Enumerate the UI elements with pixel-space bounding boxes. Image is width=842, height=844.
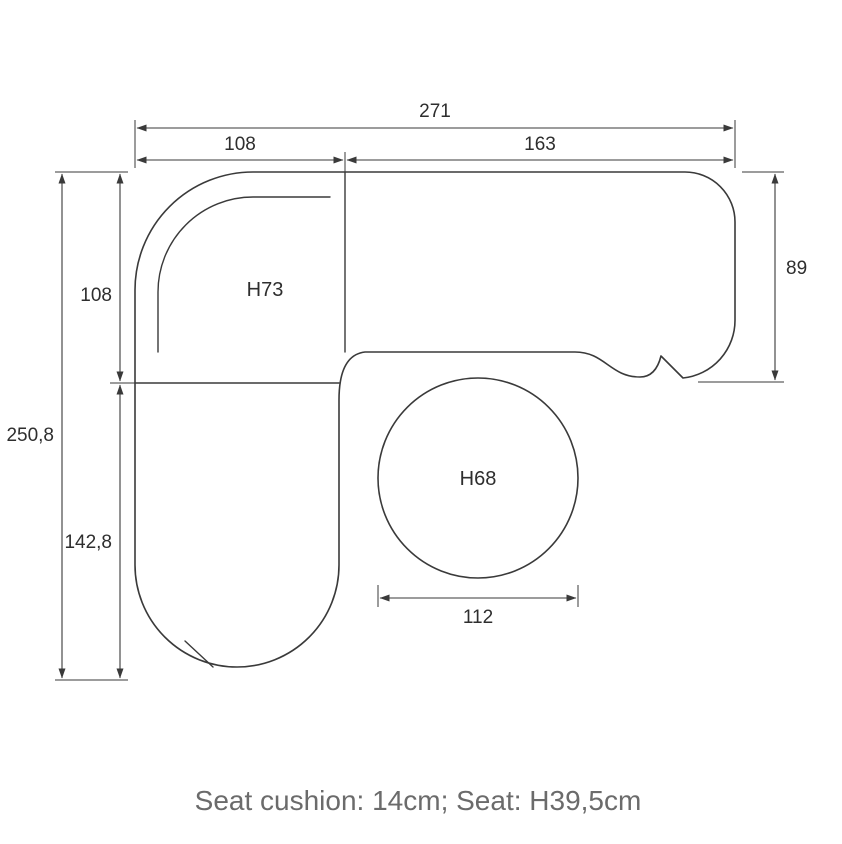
extension-lines	[55, 120, 784, 681]
dimension-lines	[58, 124, 779, 679]
dim-label-right-width: 163	[524, 134, 556, 155]
dim-label-chaise-depth: 142,8	[64, 532, 112, 553]
backrest-inner-arc	[157, 196, 331, 353]
dim-label-corner-width: 108	[224, 134, 256, 155]
dim-label-total-depth: 250,8	[6, 425, 54, 446]
pouf-circle	[377, 377, 579, 579]
sofa-outline	[134, 171, 736, 668]
label-pouf-height: H68	[460, 468, 497, 490]
footer-note: Seat cushion: 14cm; Seat: H39,5cm	[195, 785, 642, 816]
dim-label-total-width: 271	[419, 101, 451, 122]
dim-label-arm-depth: 89	[786, 258, 807, 279]
label-corner-module-height: H73	[247, 279, 284, 301]
chaise-end-seam	[184, 640, 214, 668]
dim-label-corner-depth: 108	[80, 285, 112, 306]
dim-label-pouf-width: 112	[463, 607, 493, 628]
